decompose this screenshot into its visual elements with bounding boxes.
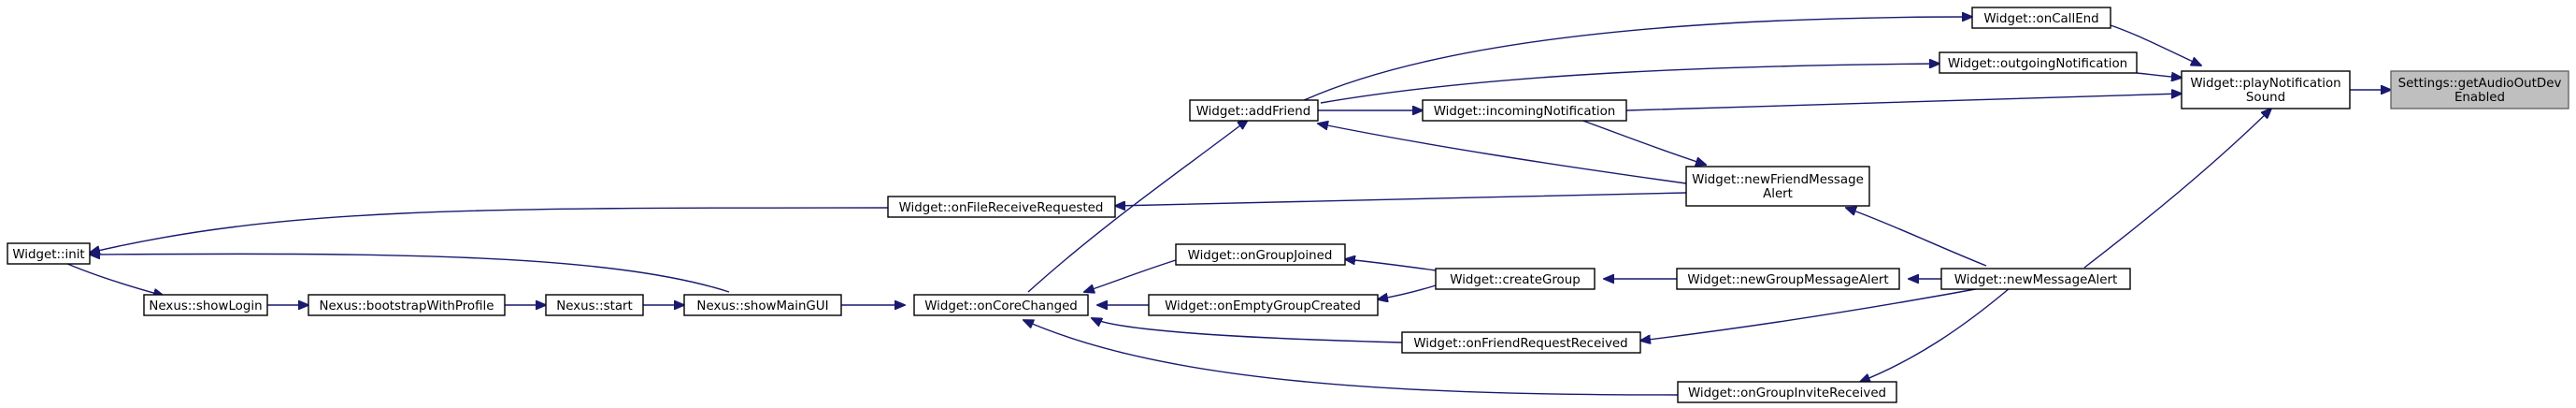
node-label: Widget::init xyxy=(12,248,84,262)
edge-createGroup-to-onEmptyGroupCreated xyxy=(1378,284,1437,299)
node-label: Widget::createGroup xyxy=(1450,273,1580,287)
node-label: Widget::playNotification xyxy=(2190,77,2340,91)
node-label: Widget::onCallEnd xyxy=(1983,12,2098,26)
node-label: Enabled xyxy=(2454,91,2505,105)
node-onFriendRequestReceived[interactable]: Widget::onFriendRequestReceived xyxy=(1401,331,1641,354)
node-start[interactable]: Nexus::start xyxy=(545,294,644,316)
edge-addFriend-to-onCallEnd xyxy=(1301,17,1972,102)
nodes-layer: Settings::getAudioOutDev Enabled Widget:… xyxy=(7,7,2569,403)
node-label: Widget::onFriendRequestReceived xyxy=(1413,337,1627,351)
node-outgoingNotification[interactable]: Widget::outgoingNotification xyxy=(1939,51,2138,74)
edge-addFriend-to-outgoingNotification xyxy=(1320,64,1939,104)
node-label: Widget::onFileReceiveRequested xyxy=(899,201,1104,215)
node-label: Widget::onGroupJoined xyxy=(1188,249,1333,263)
node-onGroupJoined[interactable]: Widget::onGroupJoined xyxy=(1175,243,1346,266)
node-showLogin[interactable]: Nexus::showLogin xyxy=(143,294,268,316)
node-bootstrapWithProfile[interactable]: Nexus::bootstrapWithProfile xyxy=(308,294,506,316)
edge-newFriendMessageAlert-to-onFileReceiveRequested xyxy=(1115,192,1687,206)
node-label: Widget::incomingNotification xyxy=(1434,105,1616,119)
node-createGroup[interactable]: Widget::createGroup xyxy=(1435,268,1596,290)
node-onCoreChanged[interactable]: Widget::onCoreChanged xyxy=(913,294,1089,316)
edge-onFileReceiveRequested-to-init xyxy=(90,207,889,253)
node-label: Widget::newFriendMessage xyxy=(1692,173,1864,187)
node-label: Nexus::bootstrapWithProfile xyxy=(319,299,494,313)
node-label: Widget::outgoingNotification xyxy=(1948,57,2127,71)
edge-newMessageAlert-to-playNotificationSound xyxy=(2083,109,2271,269)
edge-init-to-showLogin xyxy=(64,262,164,296)
node-newGroupMessageAlert[interactable]: Widget::newGroupMessageAlert xyxy=(1676,268,1900,290)
edge-incomingNotification-to-playNotificationSound xyxy=(1625,94,2182,111)
node-label: Widget::newMessageAlert xyxy=(1954,273,2117,287)
node-newFriendMessageAlert[interactable]: Widget::newFriendMessage Alert xyxy=(1685,166,1870,207)
node-showMainGUI[interactable]: Nexus::showMainGUI xyxy=(683,294,842,316)
node-label: Nexus::showMainGUI xyxy=(696,299,828,313)
node-label: Widget::onEmptyGroupCreated xyxy=(1165,299,1361,313)
node-label: Nexus::showLogin xyxy=(149,299,262,313)
node-label: Settings::getAudioOutDev xyxy=(2398,77,2562,91)
node-label: Widget::newGroupMessageAlert xyxy=(1687,273,1888,287)
edge-outgoingNotification-to-playNotificationSound xyxy=(2136,73,2182,78)
edge-onFriendRequestReceived-to-onCoreChanged xyxy=(1092,318,1403,343)
edge-incomingNotification-to-newFriendMessageAlert xyxy=(1577,118,1706,165)
edge-newMessageAlert-to-onFriendRequestReceived xyxy=(1640,285,1992,341)
node-incomingNotification[interactable]: Widget::incomingNotification xyxy=(1422,99,1627,122)
node-getAudioOutDevEnabled[interactable]: Settings::getAudioOutDev Enabled xyxy=(2390,70,2569,109)
edge-onCallEnd-to-playNotificationSound xyxy=(2110,24,2201,66)
edge-onGroupInviteReceived-to-onCoreChanged xyxy=(1023,320,1679,396)
node-newMessageAlert[interactable]: Widget::newMessageAlert xyxy=(1940,268,2131,290)
node-label: Sound xyxy=(2246,91,2285,105)
node-playNotificationSound[interactable]: Widget::playNotification Sound xyxy=(2181,70,2351,109)
edge-showMainGUI-to-init xyxy=(90,254,730,293)
node-label: Widget::onCoreChanged xyxy=(924,299,1078,313)
node-onFileReceiveRequested[interactable]: Widget::onFileReceiveRequested xyxy=(887,196,1116,218)
edge-createGroup-to-onGroupJoined xyxy=(1345,259,1437,271)
edges-layer xyxy=(64,17,2391,396)
node-label: Widget::onGroupInviteReceived xyxy=(1688,386,1886,401)
node-addFriend[interactable]: Widget::addFriend xyxy=(1189,99,1319,122)
edge-onCoreChanged-to-addFriend xyxy=(1027,120,1248,293)
edge-onGroupJoined-to-onCoreChanged xyxy=(1084,259,1177,292)
node-label: Alert xyxy=(1763,187,1793,201)
edge-newMessageAlert-to-onGroupInviteReceived xyxy=(1860,287,2011,382)
node-label: Widget::addFriend xyxy=(1196,105,1311,119)
edge-newMessageAlert-to-newFriendMessageAlert xyxy=(1846,208,1987,267)
edge-newFriendMessageAlert-to-addFriend xyxy=(1318,124,1687,184)
node-label: Nexus::start xyxy=(556,299,633,313)
node-onEmptyGroupCreated[interactable]: Widget::onEmptyGroupCreated xyxy=(1148,294,1379,316)
node-onCallEnd[interactable]: Widget::onCallEnd xyxy=(1971,7,2111,29)
node-init[interactable]: Widget::init xyxy=(7,242,91,265)
node-onGroupInviteReceived[interactable]: Widget::onGroupInviteReceived xyxy=(1677,381,1897,403)
